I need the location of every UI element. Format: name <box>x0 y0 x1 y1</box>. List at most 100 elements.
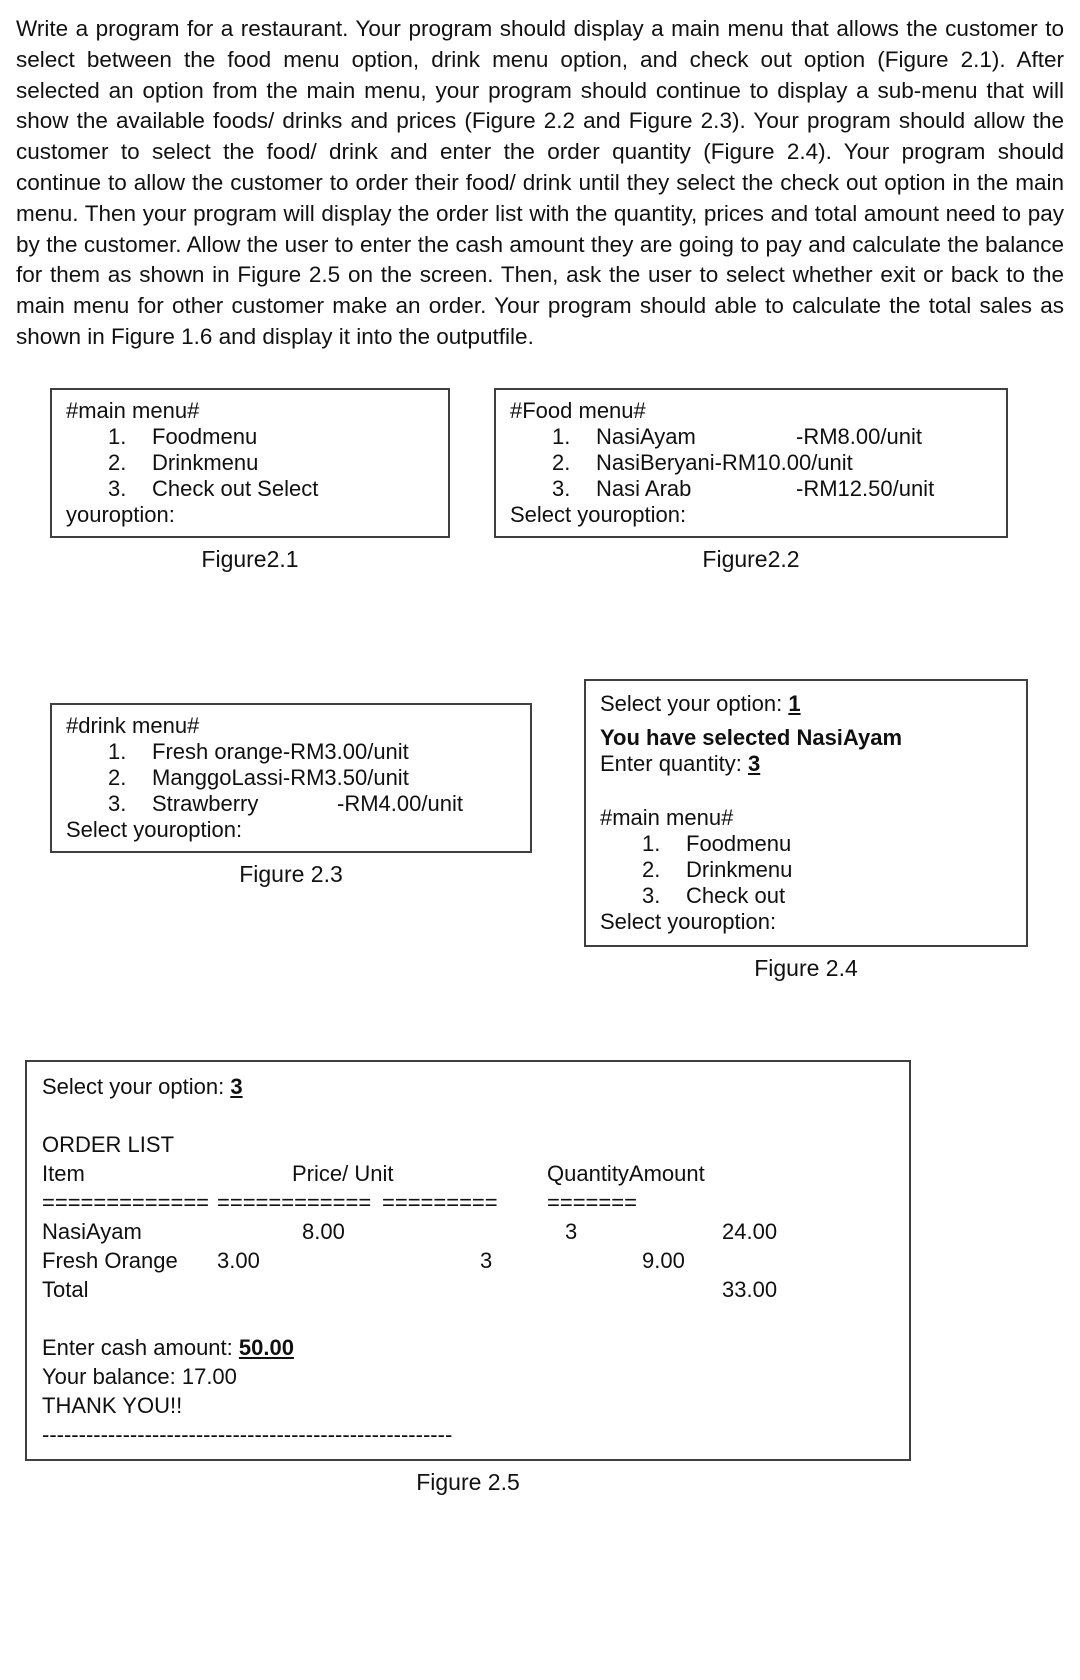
select-option-line: Select your option: 3 <box>42 1072 894 1101</box>
drink-menu-title: #drink menu# <box>66 712 200 738</box>
order-row: NasiAyam 8.00 3 24.00 <box>42 1217 894 1246</box>
figures-row-2: #drink menu# 1. Fresh orange-RM3.00/unit… <box>16 678 1064 982</box>
menu-item: 3. Strawberry -RM4.00/unit <box>66 791 516 817</box>
figure-2-2-box: #Food menu# 1. NasiAyam -RM8.00/unit 2. … <box>494 387 1008 538</box>
item-number: 2. <box>108 449 127 475</box>
total-row: Total 33.00 <box>42 1275 894 1304</box>
item-label: NasiAyam <box>596 423 696 449</box>
item-label: Foodmenu <box>152 423 258 449</box>
figure-2-5: Select your option: 3 ORDER LIST Item Pr… <box>25 1059 911 1496</box>
menu-item: 3. Check out <box>600 883 1012 909</box>
item-label: NasiBeryani-RM10.00/unit <box>596 449 853 475</box>
item-label: Foodmenu <box>686 830 792 856</box>
figure-caption: Figure2.2 <box>702 545 800 572</box>
food-menu-title: #Food menu# <box>510 397 646 423</box>
item-label: Check out Select <box>152 475 319 501</box>
task-description: Write a program for a restaurant. Your p… <box>16 16 1064 349</box>
enter-quantity-line: Enter quantity: 3 <box>600 751 1012 777</box>
figure-2-3: #drink menu# 1. Fresh orange-RM3.00/unit… <box>50 702 532 888</box>
row-item: Fresh Orange <box>42 1247 178 1273</box>
separator-segment: ========= <box>382 1189 498 1215</box>
item-price: -RM4.00/unit <box>337 790 463 816</box>
row-quantity: 3 <box>480 1247 493 1273</box>
main-menu-title: #main menu# <box>600 804 734 830</box>
menu-item: 1. Fresh orange-RM3.00/unit <box>66 739 516 765</box>
figure-2-5-box: Select your option: 3 ORDER LIST Item Pr… <box>25 1059 911 1461</box>
blank-line <box>600 777 1012 805</box>
item-price: -RM12.50/unit <box>796 475 935 501</box>
item-label: Nasi Arab <box>596 475 692 501</box>
cash-amount-value: 50.00 <box>238 1334 294 1360</box>
menu-item: 1. Foodmenu <box>66 424 434 450</box>
header-price-unit: Price/ Unit <box>292 1160 394 1186</box>
spacer <box>600 717 1012 725</box>
menu-item: 2. Drinkmenu <box>600 857 1012 883</box>
menu-item: 1. NasiAyam -RM8.00/unit <box>510 424 992 450</box>
row-amount: 9.00 <box>642 1247 685 1273</box>
item-price: -RM8.00/unit <box>796 423 922 449</box>
prompt-line: Select youroption: <box>510 501 687 527</box>
prompt-line: youroption: <box>66 501 175 527</box>
header-item: Item <box>42 1160 85 1186</box>
quantity-label: Enter quantity: <box>600 750 748 776</box>
figure-2-1: #main menu# 1. Foodmenu 2. Drinkmenu 3. … <box>50 387 450 573</box>
item-number: 2. <box>108 764 127 790</box>
menu-item: 3. Check out Select <box>66 476 434 502</box>
item-label: ManggoLassi-RM3.50/unit <box>152 764 409 790</box>
item-number: 1. <box>642 830 661 856</box>
item-number: 1. <box>108 738 127 764</box>
separator-segment: ======= <box>547 1189 637 1215</box>
cash-amount-line: Enter cash amount: 50.00 <box>42 1333 894 1362</box>
prompt-line: Select youroption: <box>600 908 777 934</box>
item-label: Fresh orange-RM3.00/unit <box>152 738 409 764</box>
main-menu-title: #main menu# <box>66 397 200 423</box>
figure-caption: Figure 2.5 <box>416 1468 520 1495</box>
thank-you-line: THANK YOU!! <box>42 1392 183 1418</box>
blank-line <box>42 1304 894 1333</box>
item-number: 2. <box>642 856 661 882</box>
cash-amount-label: Enter cash amount: <box>42 1334 239 1360</box>
item-number: 3. <box>552 475 571 501</box>
row-quantity: 3 <box>565 1218 578 1244</box>
select-option-value: 1 <box>788 690 801 716</box>
order-table-header: Item Price/ Unit QuantityAmount <box>42 1159 894 1188</box>
row-item: NasiAyam <box>42 1218 142 1244</box>
item-number: 3. <box>108 475 127 501</box>
selected-item-line: You have selected NasiAyam <box>600 724 903 750</box>
menu-item: 2. ManggoLassi-RM3.50/unit <box>66 765 516 791</box>
figure-caption: Figure 2.3 <box>239 860 343 887</box>
separator-segment: ============ <box>217 1189 372 1215</box>
item-label: Drinkmenu <box>152 449 259 475</box>
figure-2-1-box: #main menu# 1. Foodmenu 2. Drinkmenu 3. … <box>50 387 450 538</box>
select-option-value: 3 <box>230 1073 243 1099</box>
total-label: Total <box>42 1276 89 1302</box>
item-label: Strawberry <box>152 790 259 816</box>
prompt-line: Select youroption: <box>66 816 243 842</box>
blank-line <box>42 1101 894 1130</box>
menu-item: 3. Nasi Arab -RM12.50/unit <box>510 476 992 502</box>
item-label: Drinkmenu <box>686 856 793 882</box>
separator-row: ============= ============ ========= ===… <box>42 1188 894 1217</box>
menu-item: 2. Drinkmenu <box>66 450 434 476</box>
balance-line: Your balance: 17.00 <box>42 1363 237 1389</box>
quantity-value: 3 <box>747 750 761 776</box>
figure-2-4-box: Select your option: 1 You have selected … <box>584 678 1028 947</box>
separator-segment: ============= <box>42 1189 210 1215</box>
item-label: Check out <box>686 882 786 908</box>
dashed-divider: ----------------------------------------… <box>42 1421 453 1447</box>
order-list-title: ORDER LIST <box>42 1131 175 1157</box>
total-value: 33.00 <box>722 1276 778 1302</box>
item-number: 1. <box>552 423 571 449</box>
item-number: 2. <box>552 449 571 475</box>
figures-row-1: #main menu# 1. Foodmenu 2. Drinkmenu 3. … <box>16 387 1064 573</box>
menu-item: 2. NasiBeryani-RM10.00/unit <box>510 450 992 476</box>
select-option-label: Select your option: <box>600 690 789 716</box>
item-number: 1. <box>108 423 127 449</box>
menu-item: 1. Foodmenu <box>600 831 1012 857</box>
figure-2-2: #Food menu# 1. NasiAyam -RM8.00/unit 2. … <box>494 387 1008 573</box>
row-price: 8.00 <box>302 1218 345 1244</box>
figure-caption: Figure2.1 <box>201 545 299 572</box>
figure-caption: Figure 2.4 <box>754 954 858 981</box>
header-quantity-amount: QuantityAmount <box>547 1160 705 1186</box>
